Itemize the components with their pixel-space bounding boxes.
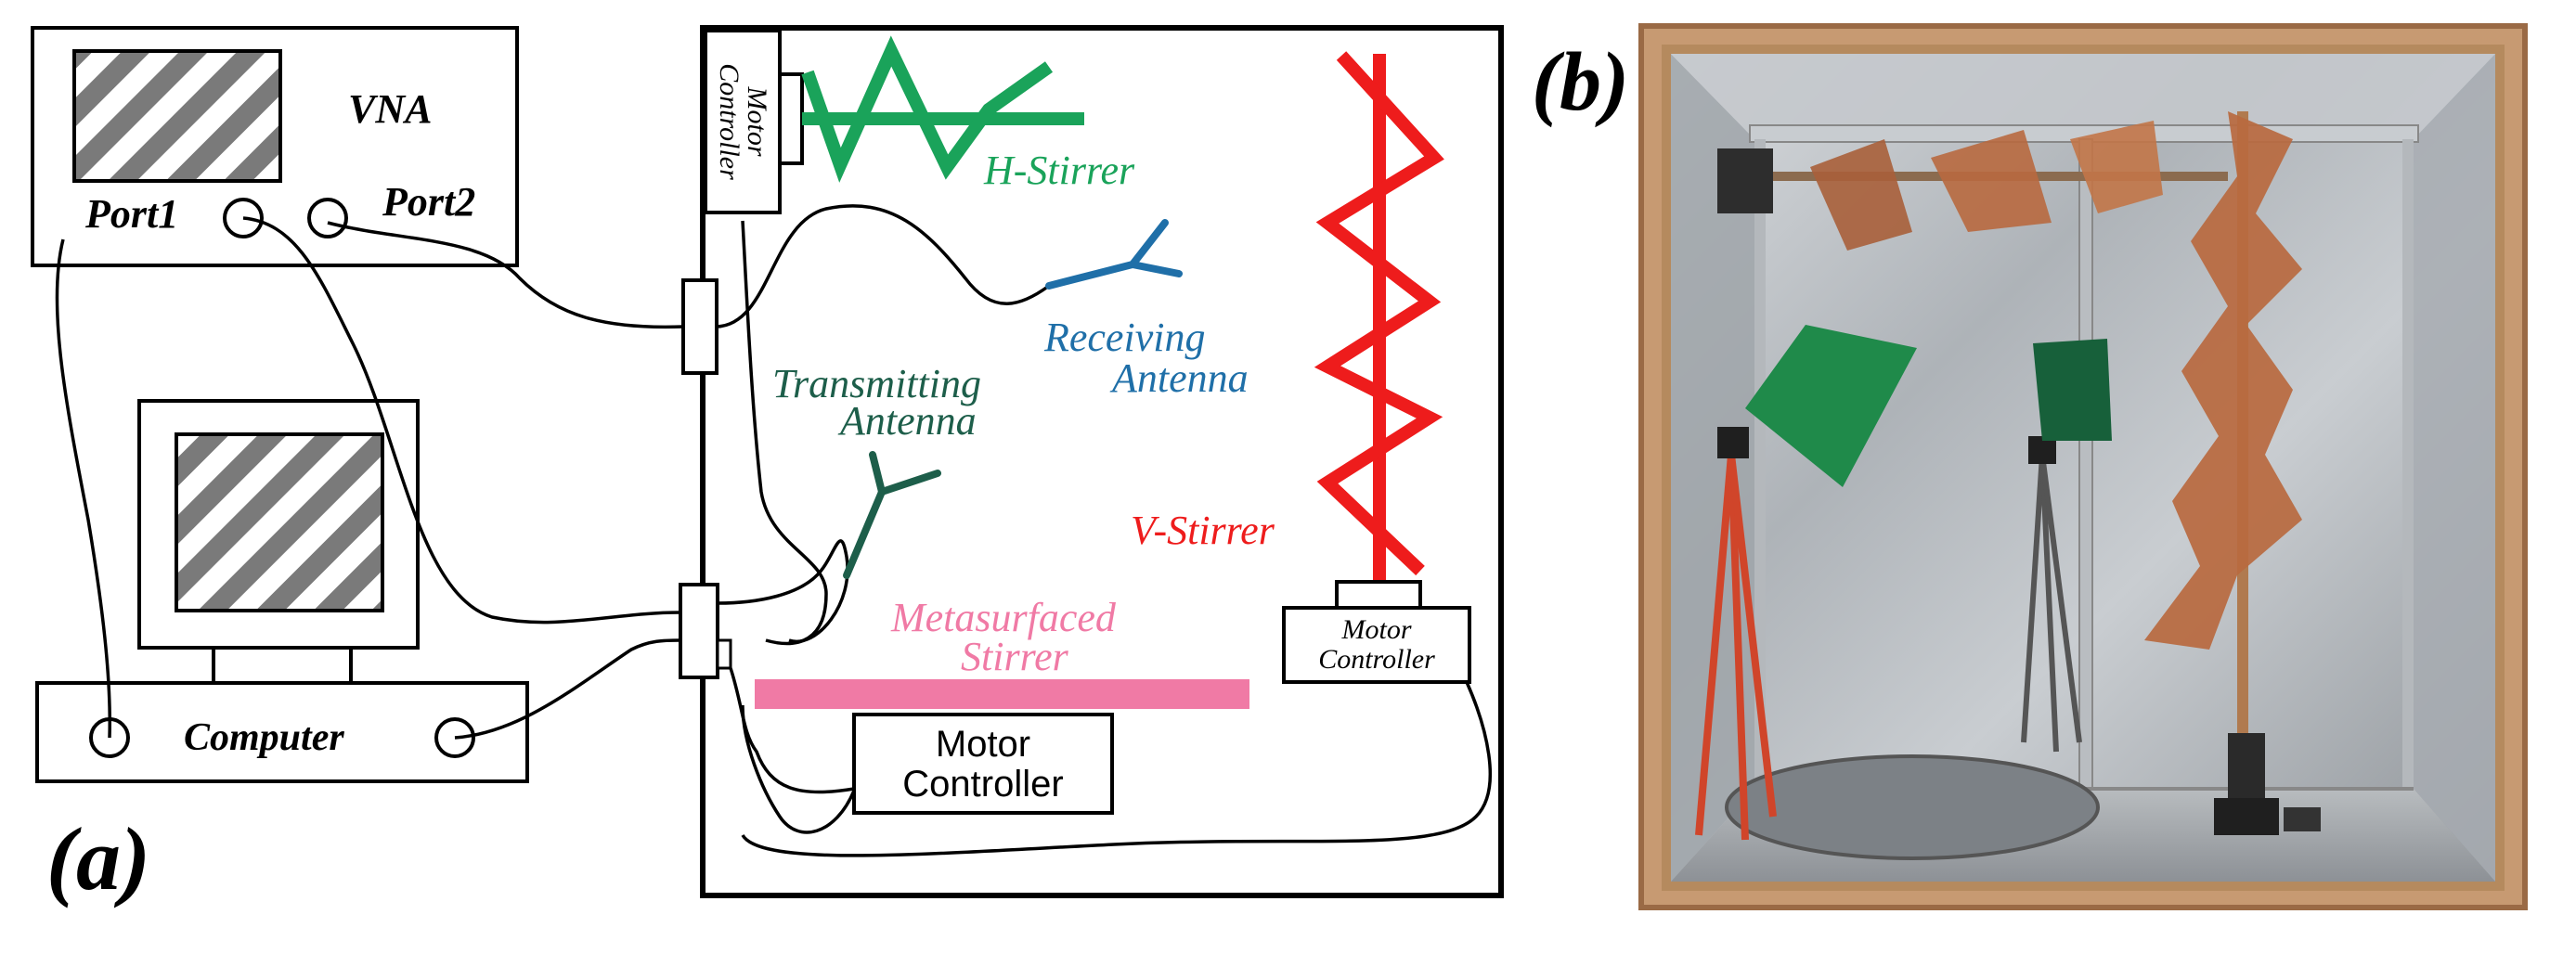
motor-controller-top: Motor Controller xyxy=(704,29,804,214)
motor-controller-top-line1: Motor xyxy=(742,86,772,157)
cable-floor-to-right-motor xyxy=(741,681,1493,857)
wall-connector-lower xyxy=(679,583,719,679)
panel-b-label: (b) xyxy=(1532,36,1629,128)
cable-upper-wall-to-receiving xyxy=(716,204,1051,328)
cable-port2-to-wall xyxy=(327,221,684,329)
cable-top-motor-down xyxy=(741,220,828,646)
reverberation-chamber xyxy=(700,25,1504,898)
vna-screen xyxy=(72,49,282,183)
computer: Computer xyxy=(35,399,529,783)
h-stirrer xyxy=(801,35,1084,183)
monitor-screen xyxy=(175,432,384,612)
motor-controller-right-line2: Controller xyxy=(1318,644,1435,675)
transmitting-antenna-label-1: Transmitting xyxy=(772,361,981,406)
transmitting-antenna xyxy=(843,451,941,579)
motor-controller-top-shaft-mount xyxy=(778,72,804,165)
monitor-stand xyxy=(212,646,353,685)
v-stirrer-label: V-Stirrer xyxy=(1131,508,1275,553)
wall-connector-upper xyxy=(681,278,718,375)
motor-controller-right: Motor Controller xyxy=(1282,580,1471,684)
cable-wall-to-bottom-motor xyxy=(729,667,855,794)
motor-controller-right-shaft-mount xyxy=(1335,580,1422,610)
panel-a: VNA Port1 Port2 Computer xyxy=(31,25,1504,908)
cable-port1-to-wall-lower xyxy=(242,216,681,625)
motor-controller-bottom-box xyxy=(852,713,1114,815)
receiving-antenna-label-2: Antenna xyxy=(1109,355,1249,401)
vna-label: VNA xyxy=(348,86,432,132)
v-stirrer-blades xyxy=(1314,51,1444,576)
cable-lower-wall-to-transmitting xyxy=(717,539,849,644)
panel-b: (b) xyxy=(1532,23,2528,910)
wall-connector-lower-tab xyxy=(716,638,732,670)
cable-bottom-motor-loop xyxy=(741,704,856,834)
motor-controller-right-line1: Motor xyxy=(1341,614,1412,645)
motor-controller-right-box xyxy=(1282,606,1471,684)
metasurfaced-stirrer-label-1: Metasurfaced xyxy=(890,595,1117,640)
panel-a-label: (a) xyxy=(46,809,150,908)
metasurfaced-stirrer-label-2: Stirrer xyxy=(961,634,1069,679)
vna-port1-label: Port1 xyxy=(84,191,178,237)
cable-vna-to-computer xyxy=(55,238,111,739)
motor-controller-bottom-line1: Motor xyxy=(936,724,1030,765)
motor-controller-top-line2: Controller xyxy=(714,63,744,180)
chamber-photo xyxy=(1638,23,2528,910)
h-stirrer-label: H-Stirrer xyxy=(983,148,1135,193)
receiving-antenna xyxy=(1045,219,1183,290)
vna-instrument: VNA Port1 Port2 xyxy=(31,26,519,267)
motor-controller-bottom-line2: Controller xyxy=(902,764,1063,805)
metasurfaced-stirrer-plate xyxy=(755,679,1249,709)
transmitting-antenna-label-2: Antenna xyxy=(837,398,977,444)
computer-label: Computer xyxy=(184,716,344,759)
h-stirrer-blades xyxy=(801,35,1054,183)
v-stirrer xyxy=(1314,51,1444,581)
receiving-antenna-label-1: Receiving xyxy=(1043,315,1205,360)
vna-port2-connector xyxy=(307,198,348,238)
motor-controller-bottom: Motor Controller xyxy=(852,713,1114,815)
vna-port2-label: Port2 xyxy=(382,179,475,225)
cable-computer-to-wall xyxy=(454,638,681,740)
cables xyxy=(55,204,1493,857)
